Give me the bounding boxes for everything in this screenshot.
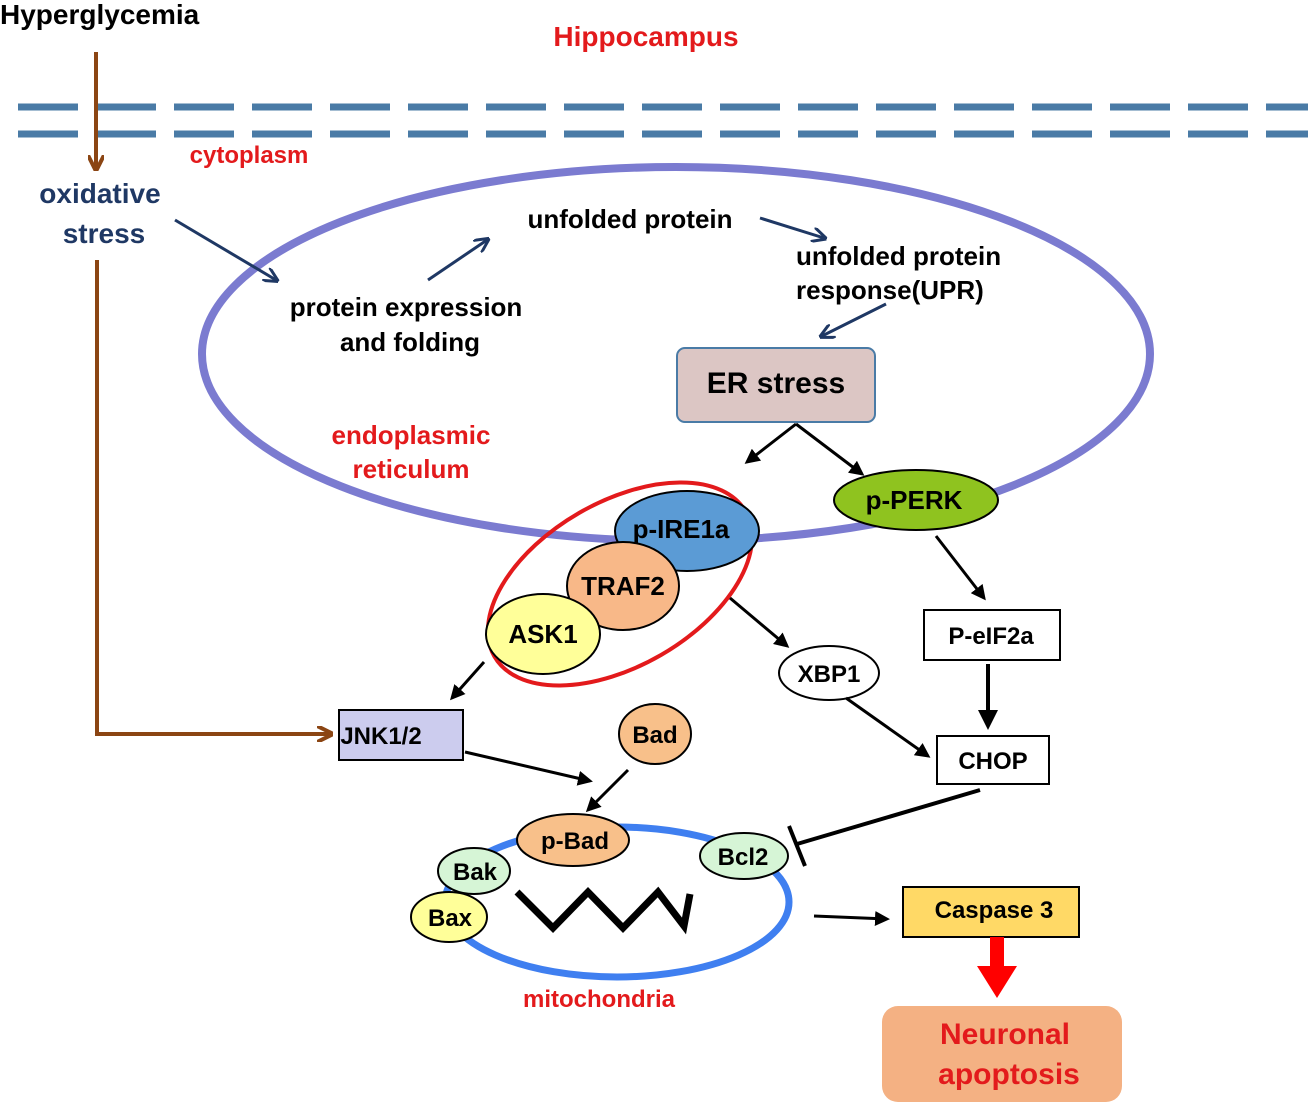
jnk-label: JNK1/2: [340, 723, 421, 750]
perk-to-eif2a-arrow: [934, 535, 986, 601]
upr-label-line2: response(UPR): [796, 275, 984, 305]
xbp1-node: [778, 645, 880, 701]
hippocampus-label: Hippocampus: [553, 21, 738, 52]
p-eif2a-label: P-eIF2a: [948, 623, 1034, 650]
ask1-node: [485, 593, 601, 675]
apoptosis-box: [882, 1006, 1122, 1102]
cytoplasm-label: cytoplasm: [190, 142, 309, 169]
protein-expression-line1: protein expression: [290, 292, 523, 322]
p-bad-label: p-Bad: [541, 828, 609, 855]
erstress-to-perk-arrow: [795, 422, 865, 476]
oxidative-to-jnk-arrow: [95, 260, 330, 734]
bax-node: [410, 891, 488, 943]
ask1-to-jnk-arrow: [450, 661, 486, 701]
upr-to-erstress-arrow: [822, 302, 887, 336]
ask1-label: ASK1: [508, 619, 577, 649]
traf2-label: TRAF2: [581, 571, 665, 601]
p-bad-node: [516, 813, 630, 867]
bak-node: [437, 847, 511, 895]
bcl2-label: Bcl2: [718, 844, 769, 871]
erstress-to-ire1a-arrow: [744, 422, 797, 464]
mitochondria-label: mitochondria: [523, 986, 676, 1013]
er-stress-box: [676, 347, 876, 423]
p-perk-node: [833, 469, 999, 531]
er-label-line1: endoplasmic: [332, 420, 491, 450]
p-ire1a-label: p-IRE1a: [633, 514, 730, 544]
mito-to-caspase-arrow: [813, 911, 890, 927]
complex-to-xbp1-arrow: [729, 596, 790, 648]
mitochondria-cristae: [514, 886, 694, 935]
traf2-node: [566, 541, 680, 631]
bad-label: Bad: [632, 722, 677, 749]
hyperglycemia-label: Hyperglycemia: [0, 0, 200, 30]
chop-inhibit-line: [796, 788, 981, 846]
xbp1-label: XBP1: [798, 661, 861, 688]
protein-expression-line2: and folding: [340, 327, 480, 357]
p-perk-label: p-PERK: [866, 485, 963, 515]
oxidative-label-line2: stress: [63, 218, 146, 249]
er-stress-label: ER stress: [707, 367, 845, 400]
chop-box: [936, 735, 1050, 785]
bax-label: Bax: [428, 905, 473, 932]
caspase-to-apoptosis-arrow: [977, 937, 1017, 998]
chop-inhibit-bar: [787, 825, 807, 867]
bad-node: [618, 703, 692, 765]
oxidative-label-line1: oxidative: [39, 178, 160, 209]
caspase3-label: Caspase 3: [935, 897, 1054, 924]
protein-to-unfolded-arrow: [427, 240, 487, 282]
unfolded-to-upr-arrow: [759, 216, 824, 238]
er-label-line2: reticulum: [352, 454, 469, 484]
upr-label-line1: unfolded protein: [796, 241, 1001, 271]
p-eif2a-box: [923, 609, 1061, 661]
apoptosis-label-line2: apoptosis: [938, 1058, 1080, 1091]
bad-to-pbad-arrow: [585, 768, 630, 813]
apoptosis-label-line1: Neuronal: [940, 1018, 1070, 1051]
bcl2-node: [699, 832, 789, 880]
oxidative-to-protein-arrow: [174, 218, 276, 280]
jnk-box: [338, 709, 464, 761]
unfolded-protein-label: unfolded protein: [527, 204, 732, 234]
jnk-to-pbad-arrow: [464, 750, 593, 786]
bak-label: Bak: [453, 859, 498, 886]
chop-label: CHOP: [958, 748, 1027, 775]
xbp1-to-chop-arrow: [845, 696, 931, 758]
